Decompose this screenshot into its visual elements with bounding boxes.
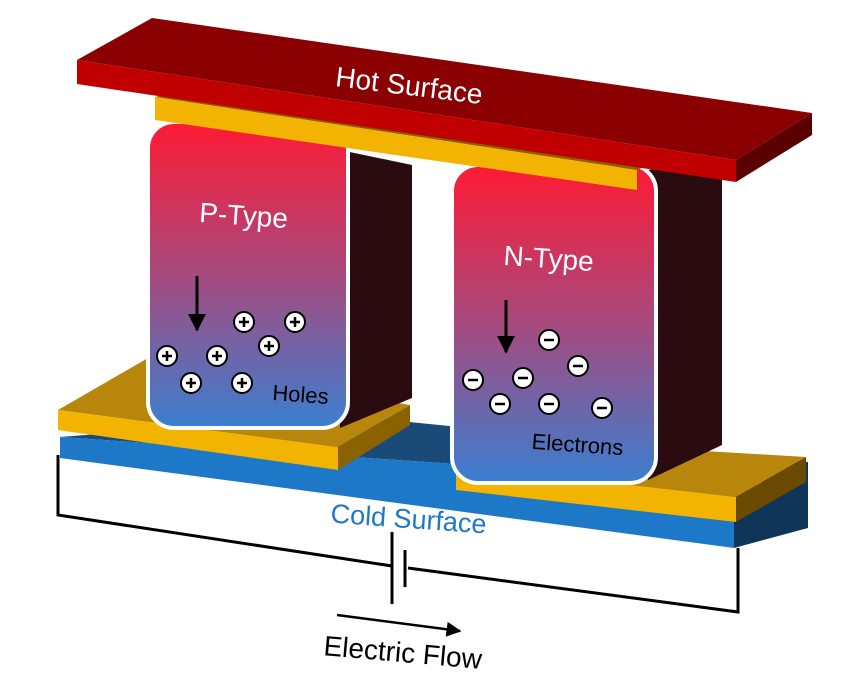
electron-icon bbox=[567, 355, 589, 377]
electron-icon bbox=[538, 329, 560, 351]
electric-flow-label: Electric Flow bbox=[322, 630, 484, 675]
electron-icon bbox=[538, 393, 560, 415]
hole-icon bbox=[206, 345, 228, 367]
electron-icon bbox=[489, 393, 511, 415]
holes-label: Holes bbox=[272, 380, 330, 409]
electron-icon bbox=[512, 367, 534, 389]
hole-icon bbox=[233, 311, 255, 333]
electron-icon bbox=[462, 369, 484, 391]
p-type-label: P-Type bbox=[198, 197, 289, 234]
p-type-leg bbox=[146, 120, 412, 430]
hole-icon bbox=[258, 335, 280, 357]
n-type-label: N-Type bbox=[503, 240, 595, 277]
holes-group bbox=[156, 311, 306, 394]
electron-icon bbox=[591, 397, 613, 419]
hole-icon bbox=[180, 372, 202, 394]
hole-icon bbox=[231, 372, 253, 394]
electric-flow-arrow bbox=[336, 613, 462, 637]
circuit-wire bbox=[56, 455, 740, 614]
hot-surface-plate bbox=[77, 18, 812, 182]
hole-icon bbox=[156, 345, 178, 367]
electrons-group bbox=[462, 329, 613, 419]
battery-icon bbox=[390, 532, 407, 604]
hole-icon bbox=[284, 311, 306, 333]
